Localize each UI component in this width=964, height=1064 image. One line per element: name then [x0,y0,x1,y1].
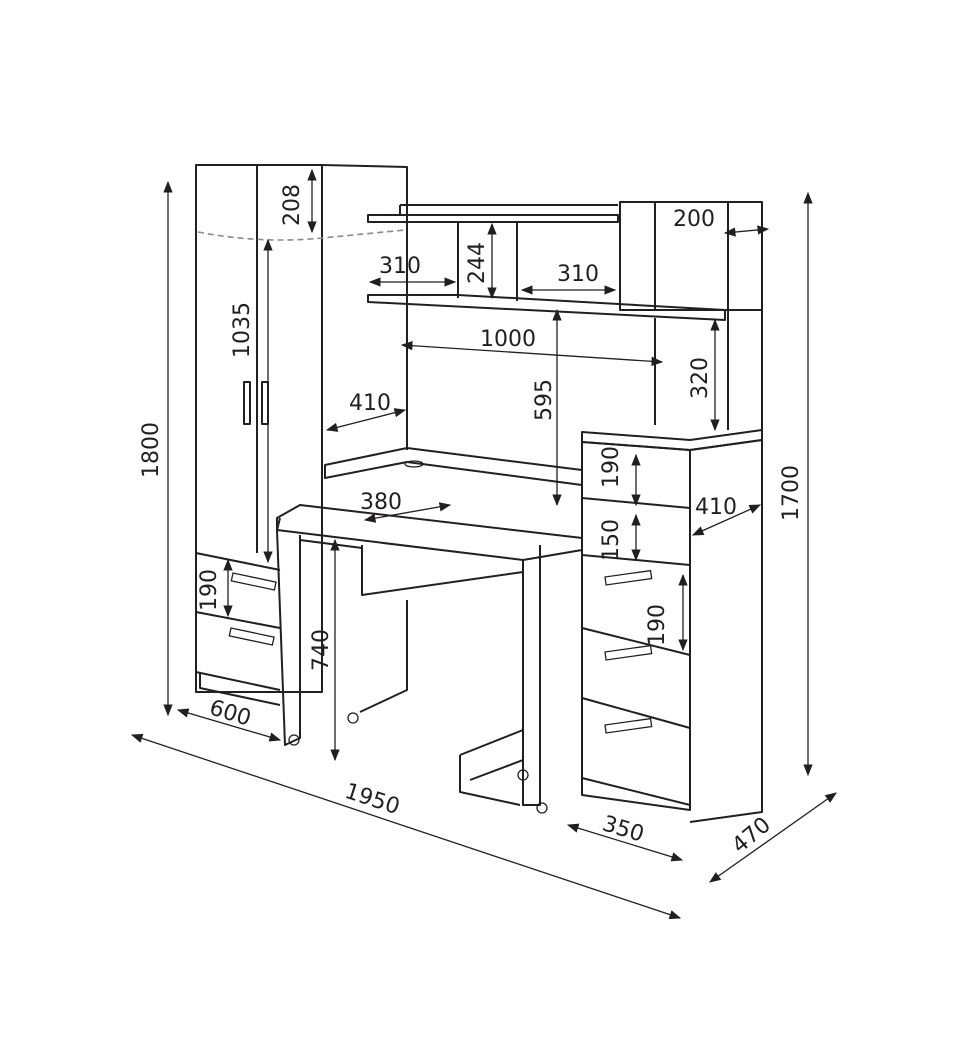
dim-470: 470 [728,813,776,859]
dim-190-drawer: 190 [645,604,670,646]
dim-244: 244 [465,242,490,284]
dim-150: 150 [599,519,624,561]
dim-320: 320 [688,357,713,399]
dimension-lines [130,168,837,920]
dim-1800: 1800 [139,422,164,478]
dim-200: 200 [673,207,715,232]
hutch [367,201,763,450]
dim-1700: 1700 [779,465,804,521]
dim-410-right: 410 [695,495,737,520]
dim-310-right: 310 [557,262,599,287]
wardrobe [195,164,408,706]
dim-740: 740 [309,629,334,671]
dim-310-left: 310 [379,254,421,279]
dim-190-upper: 190 [599,446,624,488]
dim-350: 350 [599,811,646,847]
dim-380: 380 [360,490,402,515]
dim-1035: 1035 [230,302,255,358]
dim-190-wardrobe: 190 [197,569,222,611]
dim-595: 595 [532,379,557,421]
dim-1000: 1000 [480,327,536,352]
dim-600: 600 [206,695,253,731]
dim-208: 208 [280,184,305,226]
dim-1950: 1950 [342,779,403,820]
dimension-labels: 1800 208 1035 190 600 740 1950 310 244 3… [139,184,804,859]
dim-410-left: 410 [349,391,391,416]
